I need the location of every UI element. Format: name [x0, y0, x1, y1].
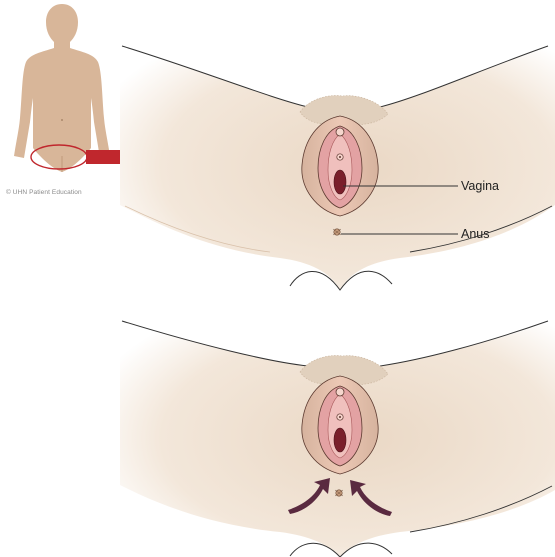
top-illustration [120, 45, 555, 290]
vagina-label: Vagina [461, 179, 499, 193]
body-figure [14, 4, 110, 172]
copyright-credit: © UHN Patient Education [6, 189, 82, 196]
bottom-illustration [120, 320, 555, 557]
anus-label: Anus [461, 227, 490, 241]
